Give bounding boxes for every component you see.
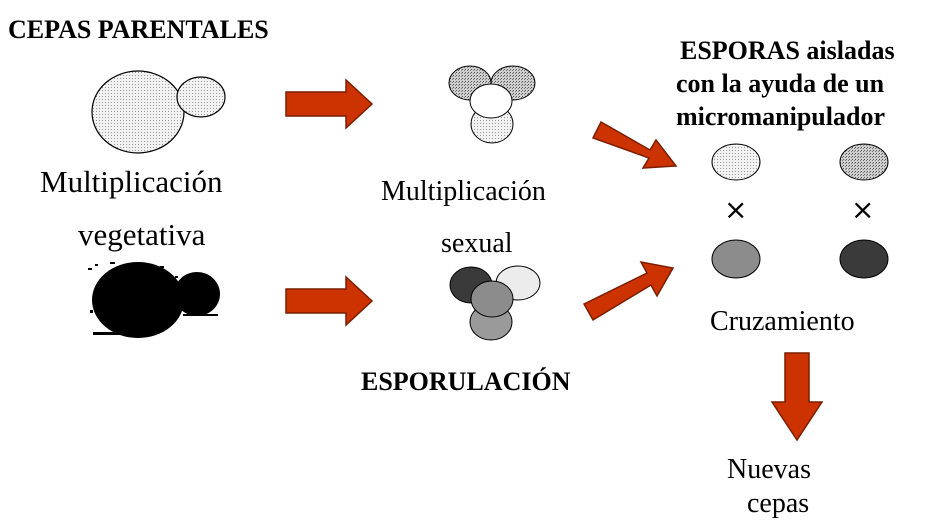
cross-symbol-right: ×: [851, 193, 875, 226]
cross-symbol-left: ×: [724, 193, 748, 226]
arrow-right-top: [285, 78, 374, 130]
arrow-right-bottom: [285, 275, 374, 327]
spore-dark-gray: [839, 239, 889, 279]
spores-label-line2: con la ayuda de un: [676, 69, 885, 98]
vegetative-label-line1: Multiplicación: [40, 164, 223, 199]
cluster-top: [448, 65, 536, 144]
sexual-label-line2: sexual: [441, 228, 513, 259]
sexual-label-line1: Multiplicación: [381, 176, 546, 207]
parent-strains-label: CEPAS PARENTALES: [8, 15, 269, 44]
parent-cell-light: [91, 70, 226, 154]
arrow-down: [770, 352, 824, 442]
parent-cell-dark: [88, 262, 220, 338]
arrow-diag-up: [582, 260, 675, 322]
spores-label-line3: micromanipulador: [676, 102, 885, 131]
vegetative-label-line2: vegetativa: [78, 217, 206, 252]
spore-medium-gray: [711, 239, 761, 279]
spore-light: [711, 143, 761, 181]
sporulation-label: ESPORULACIÓN: [361, 367, 571, 396]
crossing-label: Cruzamiento: [710, 306, 855, 337]
new-strains-label-line1: Nuevas: [727, 454, 811, 485]
spore-stippled: [839, 143, 889, 181]
spores-label-line1: ESPORAS aisladas: [680, 36, 895, 65]
cluster-bottom: [449, 265, 541, 341]
new-strains-label-line2: cepas: [747, 488, 810, 519]
arrow-diag-down: [591, 120, 678, 169]
